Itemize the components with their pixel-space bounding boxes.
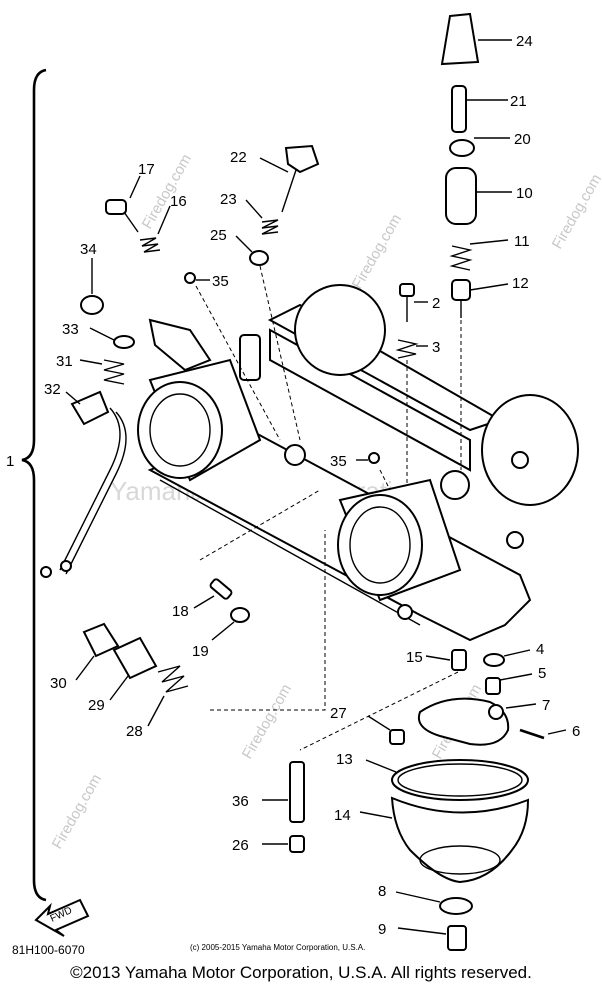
carburetor-body: [137, 284, 579, 642]
callout-13: 13: [336, 751, 353, 768]
callout-30: 30: [50, 675, 67, 692]
callout-11: 11: [514, 233, 530, 250]
callout-35: 35: [212, 273, 229, 290]
callout-36: 36: [232, 793, 249, 810]
part-4: [483, 653, 505, 667]
callout-6: 6: [572, 723, 580, 740]
part-25: [249, 250, 269, 266]
part-27: [389, 729, 405, 745]
lower-left-parts: [75, 489, 326, 727]
callout-16: 16: [170, 193, 187, 210]
fwd-arrow: FWD: [34, 898, 90, 937]
watermark-firedog: Firedog.com: [549, 171, 602, 252]
part-24-cap: [440, 12, 480, 66]
part-15: [451, 649, 467, 671]
callout-35-lower: 35: [330, 453, 347, 470]
callout-12: 12: [512, 275, 529, 292]
part-18: [209, 578, 233, 600]
part-float: [418, 697, 510, 746]
watermark-firedog: Firedog.com: [239, 681, 295, 762]
callout-10: 10: [516, 185, 533, 202]
upper-left-parts: [40, 144, 320, 578]
part-13-gasket: [391, 759, 529, 801]
callout-2: 2: [432, 295, 440, 312]
callout-31: 31: [56, 353, 73, 370]
part-26: [289, 835, 305, 853]
part-10-slide: [445, 167, 477, 225]
callout-19: 19: [192, 643, 209, 660]
callout-33: 33: [62, 321, 79, 338]
part-32: [70, 390, 110, 426]
part-35-lower: [368, 452, 380, 464]
callout-26: 26: [232, 837, 249, 854]
part-21: [451, 85, 467, 133]
callout-3: 3: [432, 339, 440, 356]
callout-29: 29: [88, 697, 105, 714]
callout-15: 15: [406, 649, 423, 666]
copyright-notice: ©2013 Yamaha Motor Corporation, U.S.A. A…: [70, 963, 532, 982]
right-column-parts: [395, 12, 512, 485]
callout-34: 34: [80, 241, 97, 258]
part-2: [399, 283, 415, 297]
group-label: 1: [6, 453, 14, 470]
callout-32: 32: [44, 381, 61, 398]
callout-22: 22: [230, 149, 247, 166]
watermark-firedog: Firedog.com: [49, 771, 105, 852]
part-31-spring: [103, 359, 125, 385]
part-34: [80, 295, 104, 315]
callout-24: 24: [516, 33, 533, 50]
part-28-spring: [157, 665, 189, 693]
part-22: [284, 144, 320, 174]
callout-5: 5: [538, 665, 546, 682]
part-20: [449, 139, 475, 157]
callout-labels: 24 21 20 10 11 12 2 3 17 16 22 23 25 35 …: [44, 33, 580, 938]
part-7: [488, 704, 504, 720]
part-35-top: [184, 272, 196, 284]
watermark-firedog: Firedog.com: [349, 211, 405, 292]
part-11-spring: [449, 245, 473, 271]
callout-8: 8: [378, 883, 386, 900]
part-9: [447, 925, 467, 951]
part-30: [82, 622, 120, 658]
callout-21: 21: [510, 93, 527, 110]
part-17: [105, 199, 127, 215]
group-bracket: 1: [6, 68, 47, 902]
part-36: [289, 761, 305, 823]
small-copyright: (c) 2005-2015 Yamaha Motor Corporation, …: [190, 943, 365, 952]
callout-17: 17: [138, 161, 155, 178]
part-14-bowl: [390, 796, 530, 884]
part-12: [451, 279, 471, 301]
callout-7: 7: [542, 697, 550, 714]
callout-9: 9: [378, 921, 386, 938]
callout-4: 4: [536, 641, 544, 658]
part-19: [230, 607, 250, 623]
part-33: [113, 335, 135, 349]
lower-right-parts: [262, 452, 567, 951]
callout-25: 25: [210, 227, 227, 244]
part-5: [485, 677, 501, 695]
diagram-code: 81H100-6070: [12, 943, 85, 957]
callout-18: 18: [172, 603, 189, 620]
part-29: [112, 636, 158, 680]
part-3-spring: [395, 339, 419, 359]
part-6: [519, 728, 545, 740]
part-16-spring: [139, 237, 161, 253]
callout-14: 14: [334, 807, 351, 824]
part-8: [439, 897, 473, 915]
callout-23: 23: [220, 191, 237, 208]
callout-27: 27: [330, 705, 347, 722]
callout-28: 28: [126, 723, 143, 740]
part-23-spring: [261, 219, 279, 235]
callout-20: 20: [514, 131, 531, 148]
